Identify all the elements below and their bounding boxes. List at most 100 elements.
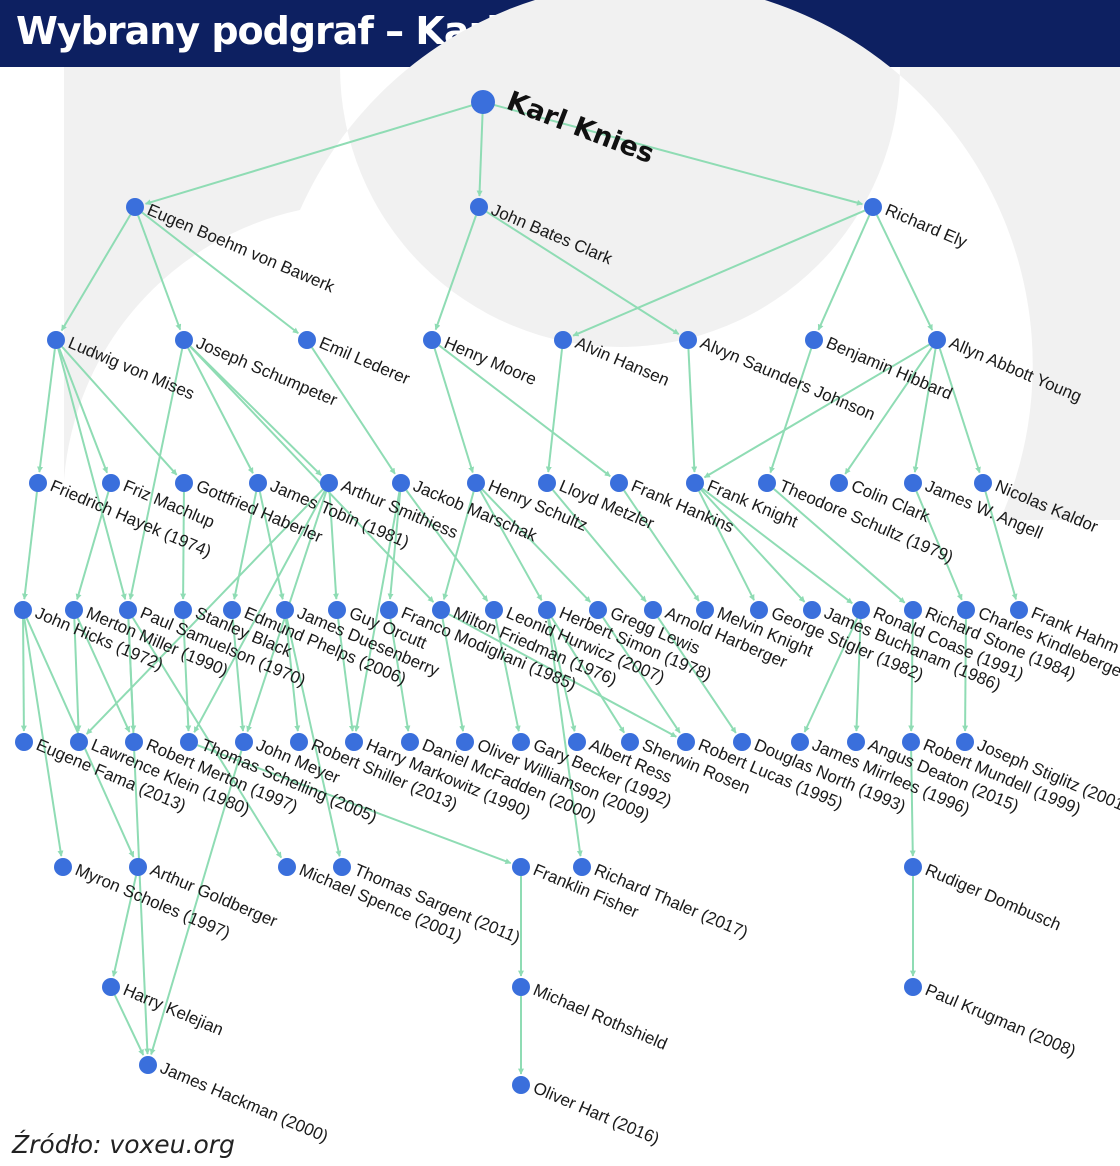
node-dot <box>276 601 294 619</box>
node-dot <box>223 601 241 619</box>
edge-schultz_h-to-friedman <box>442 491 475 600</box>
node-dot <box>758 474 776 492</box>
node-dot <box>512 978 530 996</box>
node-label: Rudiger Dombusch <box>922 860 1063 934</box>
node-dot <box>278 858 296 876</box>
edge-knight-to-buchanan <box>700 488 806 603</box>
node-dot <box>65 601 83 619</box>
node-dot <box>467 474 485 492</box>
edge-young-to-knight <box>703 343 930 479</box>
edge-boehm-to-lederer <box>141 211 299 335</box>
node-dot <box>750 601 768 619</box>
node-dot <box>554 331 572 349</box>
edge-young-to-angell <box>912 348 937 473</box>
edge-boehm-to-schumpeter <box>137 215 182 331</box>
node-dot <box>175 331 193 349</box>
edge-knight-to-stigler <box>698 490 755 601</box>
node-label: Paul Krugman (2008) <box>922 980 1078 1061</box>
edge-black-to-schelling <box>182 618 192 732</box>
node-dot <box>380 601 398 619</box>
node-dot <box>957 601 975 619</box>
edge-angell-to-kindleberger <box>915 490 963 601</box>
node-label: Emil Lederer <box>316 333 412 388</box>
edge-schumpeter-to-tobin <box>187 347 254 474</box>
node-dot <box>904 858 922 876</box>
node-dot <box>345 733 363 751</box>
edge-schultz_h-to-lewis <box>481 488 592 603</box>
node-moore: Henry Moore <box>423 331 539 389</box>
node-dot <box>333 858 351 876</box>
node-hansen: Alvin Hansen <box>554 331 672 390</box>
node-rothshield: Michael Rothshield <box>512 978 670 1054</box>
node-lederer: Emil Lederer <box>298 331 413 388</box>
edge-clark-to-moore <box>434 215 477 331</box>
node-dot <box>423 331 441 349</box>
node-dot <box>320 474 338 492</box>
edge-hansen-to-metzler <box>545 348 563 473</box>
node-dot <box>677 733 695 751</box>
node-dot <box>928 331 946 349</box>
node-label: Michael Rothshield <box>530 980 670 1054</box>
edge-schumpeter-to-smithies <box>189 345 322 476</box>
edge-johnson-to-knight <box>687 348 698 473</box>
edge-kindleberger-to-stiglitz <box>962 618 969 732</box>
edge-moore-to-hankins <box>438 344 611 478</box>
edge-samuelson-to-spence <box>131 617 283 859</box>
node-dot <box>70 733 88 751</box>
node-dot <box>470 198 488 216</box>
node-dot <box>904 601 922 619</box>
edge-young-to-kaldor <box>938 348 981 474</box>
edge-ely-to-hibbard <box>817 214 871 331</box>
edge-hicks-to-fama <box>20 618 27 732</box>
edge-samuelson-to-heckman <box>127 618 151 1055</box>
node-dot <box>249 474 267 492</box>
edge-karl_knies-to-clark <box>476 110 484 197</box>
node-label: Oliver Hart (2016) <box>530 1078 662 1148</box>
edge-stone-to-mundell <box>908 618 915 732</box>
node-dot <box>686 474 704 492</box>
edge-tobin-to-phelps <box>232 491 258 600</box>
edge-mises-to-hayek <box>37 348 56 473</box>
node-dot <box>679 331 697 349</box>
edge-smithies-to-klein <box>85 488 324 735</box>
edge-knight-to-coase <box>701 487 853 605</box>
edge-harberger-to-north <box>657 616 737 734</box>
node-dot <box>180 733 198 751</box>
node-dot <box>852 601 870 619</box>
node-dornbusch: Rudiger Dombusch <box>904 858 1064 935</box>
node-dot <box>733 733 751 751</box>
edge-mises-to-haberler <box>61 346 178 476</box>
node-dot <box>15 733 33 751</box>
edge-moore-to-schultz_h <box>433 348 475 474</box>
edge-hicks-to-scholes <box>23 618 64 857</box>
node-dot <box>589 601 607 619</box>
node-dot <box>621 733 639 751</box>
edge-ely-to-hansen <box>572 209 866 337</box>
edge-miller-to-merton <box>76 617 131 733</box>
node-dot <box>126 198 144 216</box>
node-dot <box>573 858 591 876</box>
edge-meyer-to-heckman <box>149 750 243 1056</box>
node-dot <box>432 601 450 619</box>
edge-karl_knies-to-boehm <box>144 103 475 206</box>
edge-mises-to-machlup <box>58 348 108 474</box>
edge-kaldor-to-hahn <box>984 491 1018 600</box>
node-krugman: Paul Krugman (2008) <box>904 978 1079 1061</box>
edge-friedman-to-williamson <box>441 618 466 732</box>
node-label: Harry Kelejian <box>120 980 226 1039</box>
node-dot <box>290 733 308 751</box>
node-dot <box>974 474 992 492</box>
edge-schultz_h-to-simon <box>479 490 543 601</box>
node-dot <box>902 733 920 751</box>
edge-tobin-to-duesenberry <box>258 491 285 600</box>
edge-boehm-to-mises <box>60 214 132 332</box>
edge-simon-to-rosen <box>550 617 625 734</box>
edge-kelejian-to-heckman <box>113 994 145 1056</box>
node-dot <box>54 858 72 876</box>
node-dot <box>644 601 662 619</box>
edge-marschak-to-modigliani <box>387 491 402 600</box>
edge-clark-to-johnson <box>486 210 680 335</box>
node-dot <box>119 601 137 619</box>
node-label: Eugen Boehm von Bawerk <box>144 200 337 296</box>
